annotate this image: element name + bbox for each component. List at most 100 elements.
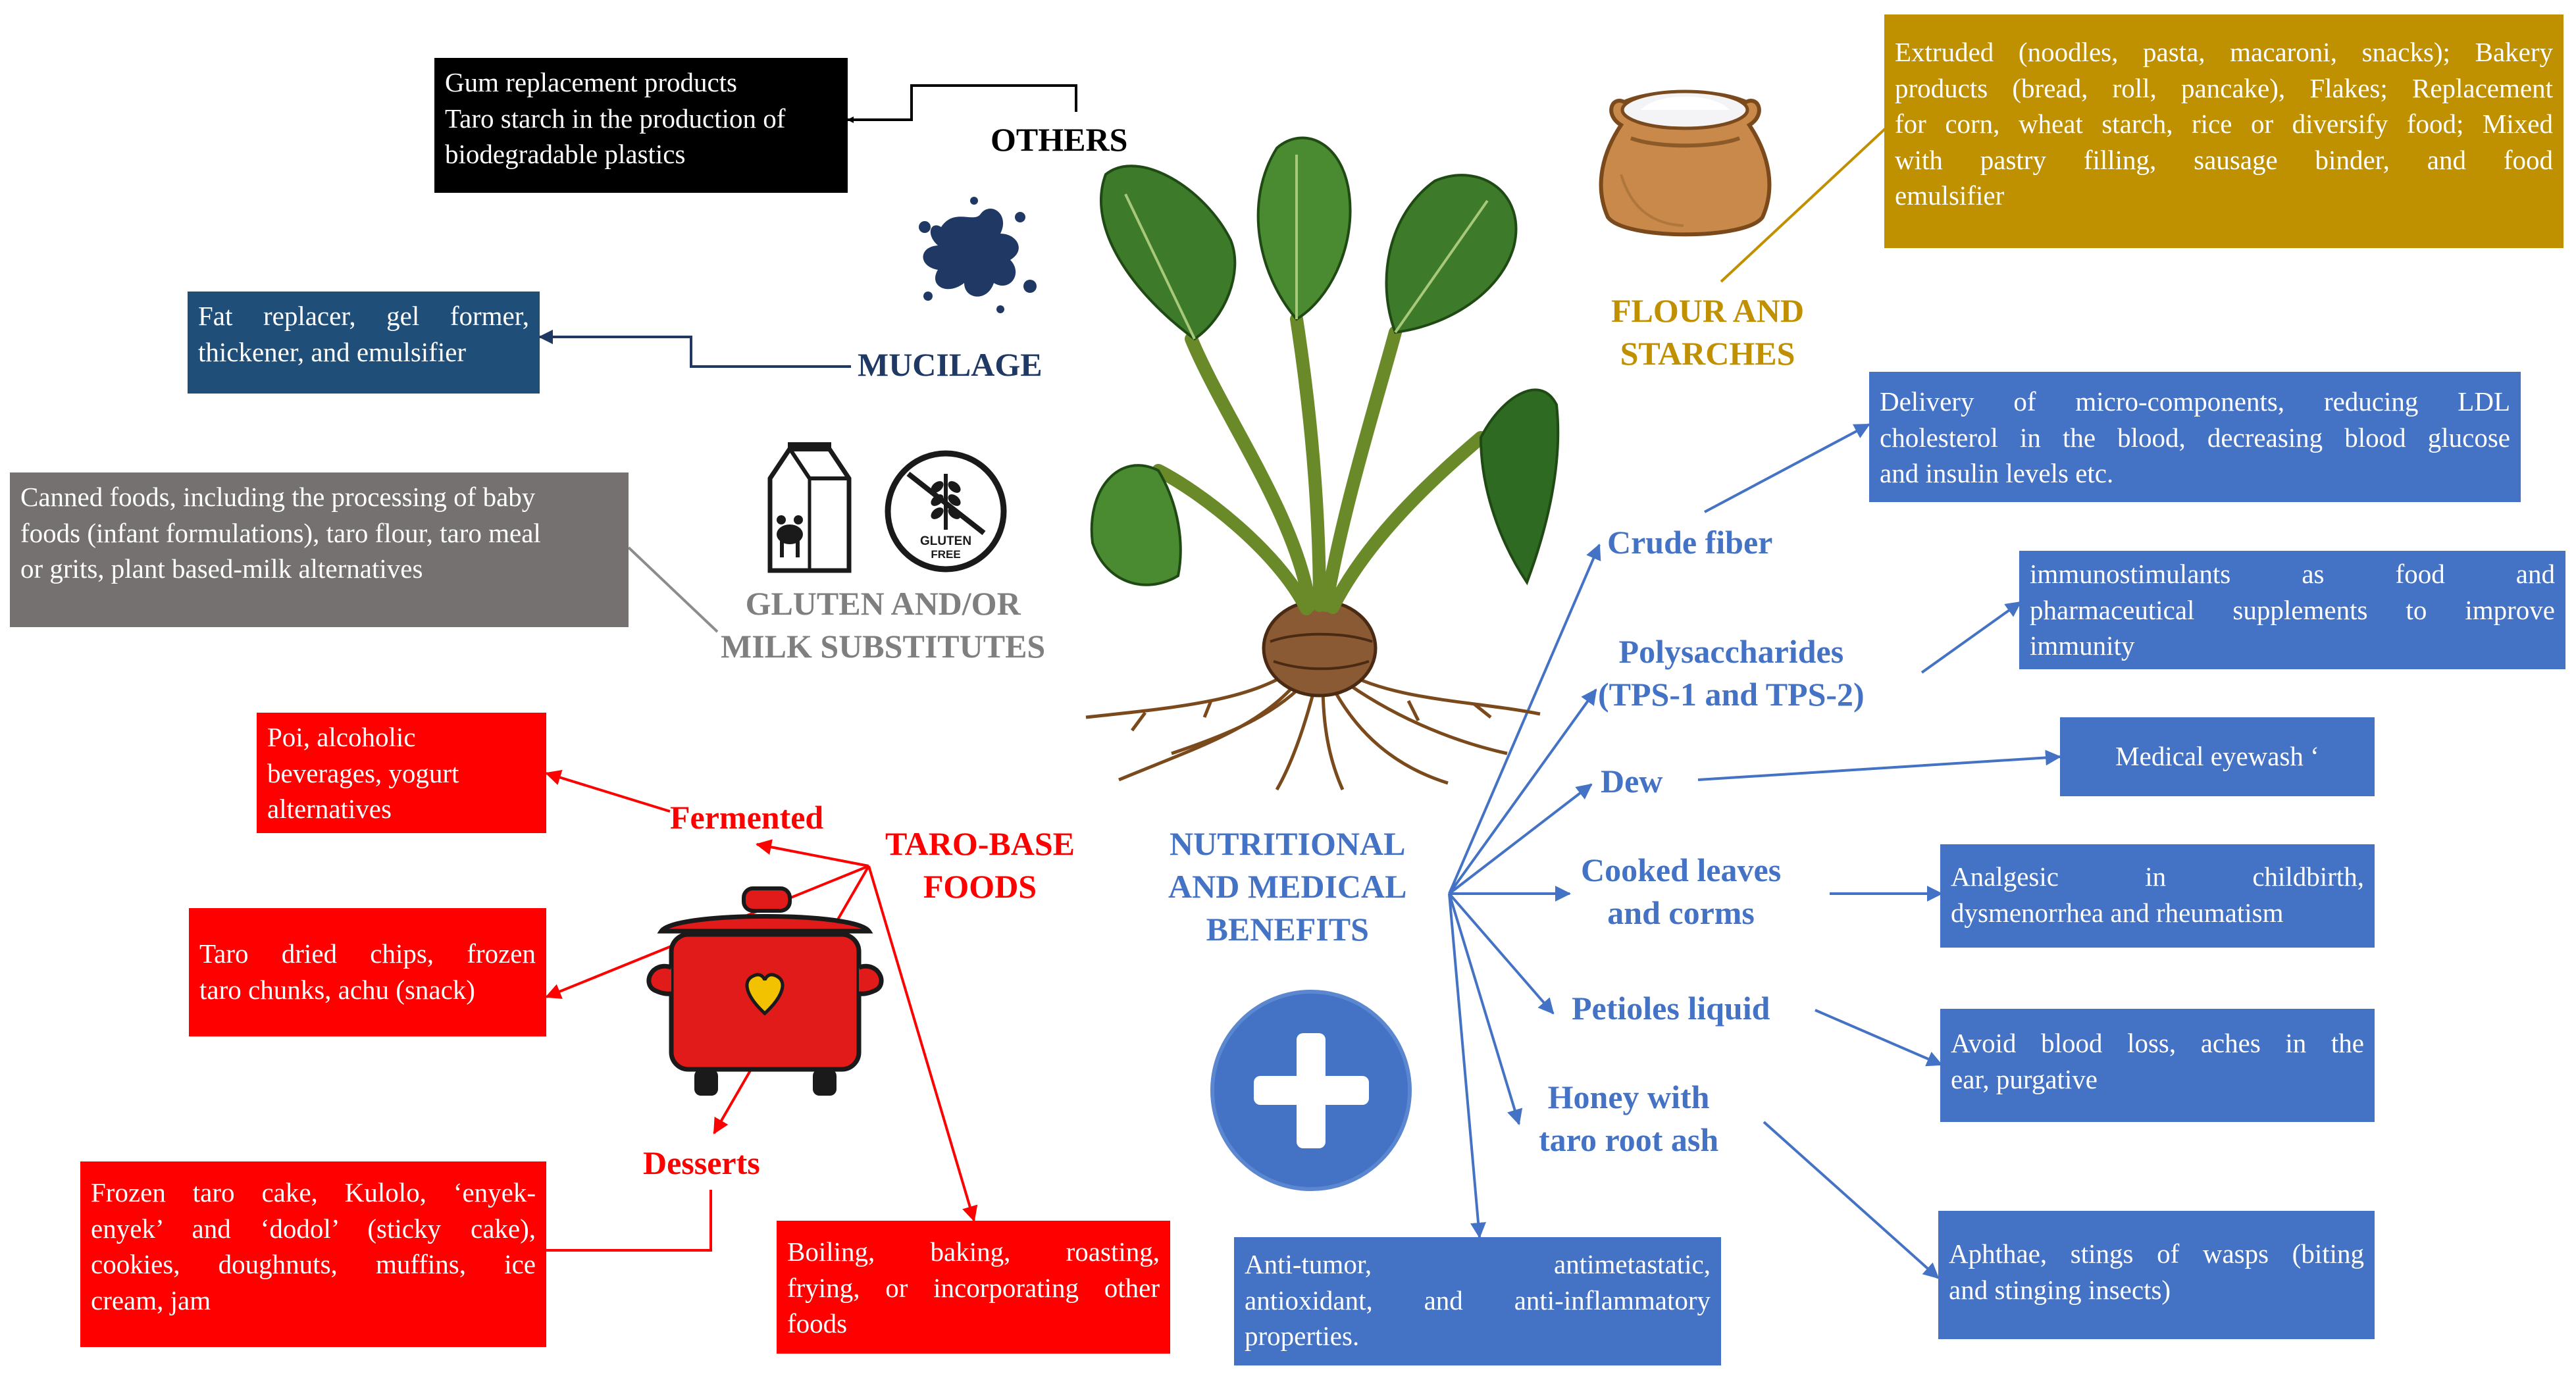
label-honey-line-2: taro root ash: [1539, 1121, 1719, 1158]
box-flour-line-4: with pastry filling, sausage binder, and…: [1895, 144, 2553, 175]
box-mucilage: Fat replacer, gel former, thickener, and…: [188, 292, 540, 394]
connector-nutri-to-dew: [1448, 783, 1593, 895]
label-cooked-line-2: and corms: [1607, 894, 1755, 931]
box-petioles-line-1: Avoid blood loss, aches in the: [1951, 1028, 2364, 1058]
label-taro-base-foods: TARO-BASE FOODS: [885, 823, 1075, 908]
box-polysaccharides: immunostimulants as food and pharmaceuti…: [2019, 551, 2565, 669]
connector-gluten: [627, 546, 719, 633]
connector-nutri-to-polysaccharides: [1448, 688, 1597, 895]
box-honey-line-1: Aphthae, stings of wasps (biting: [1949, 1238, 2364, 1269]
label-cooked-line-1: Cooked leaves: [1581, 852, 1782, 888]
box-honey-line-2: and stinging insects): [1949, 1274, 2171, 1305]
box-crude-fiber-line-1: Delivery of micro-components, reducing L…: [1880, 386, 2510, 417]
label-honey-ash: Honey with taro root ash: [1539, 1076, 1718, 1161]
taro-plant-illustration: [1085, 136, 1560, 791]
box-flour-line-5: emulsifier: [1895, 180, 2005, 211]
label-crude-fiber: Crude fiber: [1607, 524, 1773, 561]
box-crude-fiber-line-2: cholesterol in the blood, decreasing blo…: [1880, 422, 2510, 453]
box-fermented-line-3: alternatives: [267, 794, 392, 825]
box-boiling-line-3: foods: [787, 1308, 848, 1339]
label-nutri-line-1: NUTRITIONAL: [1170, 825, 1406, 862]
gluten-free-text-2: FREE: [931, 548, 960, 561]
box-flour: Extruded (noodles, pasta, macaroni, snac…: [1884, 14, 2563, 248]
box-desserts-line-3: cookies, doughnuts, muffins, ice: [91, 1249, 536, 1280]
label-fermented: Fermented: [670, 799, 824, 836]
label-nutri-line-2: AND MEDICAL: [1168, 868, 1407, 905]
label-flour-starches: FLOUR AND STARCHES: [1611, 290, 1804, 375]
ink-splash-icon: [919, 197, 1037, 313]
box-chips-line-1: Taro dried chips, frozen: [199, 938, 536, 969]
connector-taro-to-fermented-label: [756, 839, 869, 867]
connector-nutri-to-petioles: [1448, 892, 1555, 1015]
box-honey: Aphthae, stings of wasps (biting and sti…: [1938, 1211, 2375, 1339]
label-petioles-liquid: Petioles liquid: [1572, 990, 1770, 1027]
connector-honey-box: [1763, 1121, 1940, 1279]
medical-plus-icon: [1210, 990, 1412, 1191]
label-taro-line-1: TARO-BASE: [885, 825, 1075, 862]
box-cooked: Analgesic in childbirth, dysmenorrhea an…: [1940, 844, 2375, 948]
label-flour-line-1: FLOUR AND: [1611, 292, 1805, 329]
label-nutritional-medical: NUTRITIONAL AND MEDICAL BENEFITS: [1168, 823, 1407, 951]
box-others-line-1: Gum replacement products: [445, 67, 738, 97]
connector-crude-fiber-box: [1704, 423, 1870, 513]
box-gluten-line-1: Canned foods, including the processing o…: [20, 482, 536, 512]
box-crude-fiber: Delivery of micro-components, reducing L…: [1869, 372, 2521, 502]
box-gluten-line-2: foods (infant formulations), taro flour,…: [20, 517, 541, 548]
box-boiling-line-1: Boiling, baking, roasting,: [787, 1236, 1160, 1267]
label-gluten-milk: GLUTEN AND/OR MILK SUBSTITUTES: [721, 582, 1045, 668]
connector-taro-to-boiling: [867, 865, 978, 1222]
label-nutri-line-3: BENEFITS: [1206, 911, 1369, 948]
connector-nutri-to-crude-fiber: [1448, 544, 1601, 894]
connector-dew-box: [1697, 750, 2061, 781]
box-desserts-line-2: enyek’ and ‘dodol’ (sticky cake),: [91, 1213, 536, 1244]
label-poly-line-2: (TPS-1 and TPS-2): [1598, 676, 1865, 713]
box-mucilage-line-1: Fat replacer, gel former,: [198, 301, 529, 331]
connector-flour: [1720, 127, 1887, 283]
label-polysaccharides: Polysaccharides (TPS-1 and TPS-2): [1598, 630, 1865, 716]
box-poly-line-3: immunity: [2030, 630, 2135, 661]
box-fermented-line-2: beverages, yogurt: [267, 757, 459, 788]
box-mucilage-line-2: thickener, and emulsifier: [198, 336, 467, 367]
connector-mucilage: [538, 330, 851, 368]
label-dew: Dew: [1601, 763, 1663, 800]
label-gluten-line-2: MILK SUBSTITUTES: [721, 628, 1046, 665]
box-dew-line-1: Medical eyewash ‘: [2115, 741, 2319, 771]
label-gluten-line-1: GLUTEN AND/OR: [745, 585, 1021, 622]
connector-nutri-to-antitumor: [1448, 893, 1487, 1238]
box-others-line-3: biodegradable plastics: [445, 139, 686, 170]
box-chips-line-2: taro chunks, achu (snack): [199, 974, 475, 1005]
box-boiling-line-2: frying, or incorporating other: [787, 1272, 1160, 1303]
milk-carton-icon: [767, 442, 852, 573]
box-cooked-line-1: Analgesic in childbirth,: [1951, 861, 2364, 892]
box-boiling: Boiling, baking, roasting, frying, or in…: [777, 1221, 1170, 1354]
gluten-free-text-1: GLUTEN: [920, 534, 971, 548]
label-mucilage: MUCILAGE: [858, 346, 1043, 383]
box-fermented-line-1: Poi, alcoholic: [267, 722, 416, 752]
box-antitumor-line-2: antioxidant, and anti-inflammatory: [1245, 1285, 1711, 1315]
cooking-pot-icon: [646, 886, 884, 1096]
label-honey-line-1: Honey with: [1547, 1079, 1710, 1115]
label-cooked-leaves: Cooked leaves and corms: [1581, 849, 1781, 934]
label-desserts: Desserts: [643, 1144, 760, 1181]
box-poly-line-1: immunostimulants as food and: [2030, 559, 2555, 589]
box-flour-line-3: for corn, wheat starch, rice or diversif…: [1895, 109, 2553, 140]
box-flour-line-1: Extruded (noodles, pasta, macaroni, snac…: [1895, 37, 2553, 67]
connector-fermented: [545, 770, 671, 813]
label-poly-line-1: Polysaccharides: [1618, 633, 1844, 670]
box-dew: Medical eyewash ‘: [2060, 717, 2375, 796]
label-taro-line-2: FOODS: [923, 868, 1037, 905]
connector-others: [847, 84, 1077, 123]
box-gluten: Canned foods, including the processing o…: [10, 472, 629, 627]
box-others-line-2: Taro starch in the production of: [445, 103, 786, 134]
box-antitumor: Anti-tumor, antimetastatic, antioxidant,…: [1234, 1237, 1721, 1365]
box-others: Gum replacement products Taro starch in …: [434, 58, 848, 193]
connector-petioles-box: [1815, 1009, 1943, 1067]
connector-nutri-to-honey: [1448, 893, 1523, 1125]
box-desserts-line-4: cream, jam: [91, 1285, 211, 1315]
box-desserts: Frozen taro cake, Kulolo, ‘enyek- enyek’…: [80, 1161, 546, 1347]
box-flour-line-2: products (bread, roll, pancake), Flakes;…: [1895, 72, 2553, 103]
box-gluten-line-3: or grits, plant based-milk alternatives: [20, 553, 423, 584]
box-desserts-line-1: Frozen taro cake, Kulolo, ‘enyek-: [91, 1177, 536, 1208]
box-crude-fiber-line-3: and insulin levels etc.: [1880, 458, 2114, 489]
